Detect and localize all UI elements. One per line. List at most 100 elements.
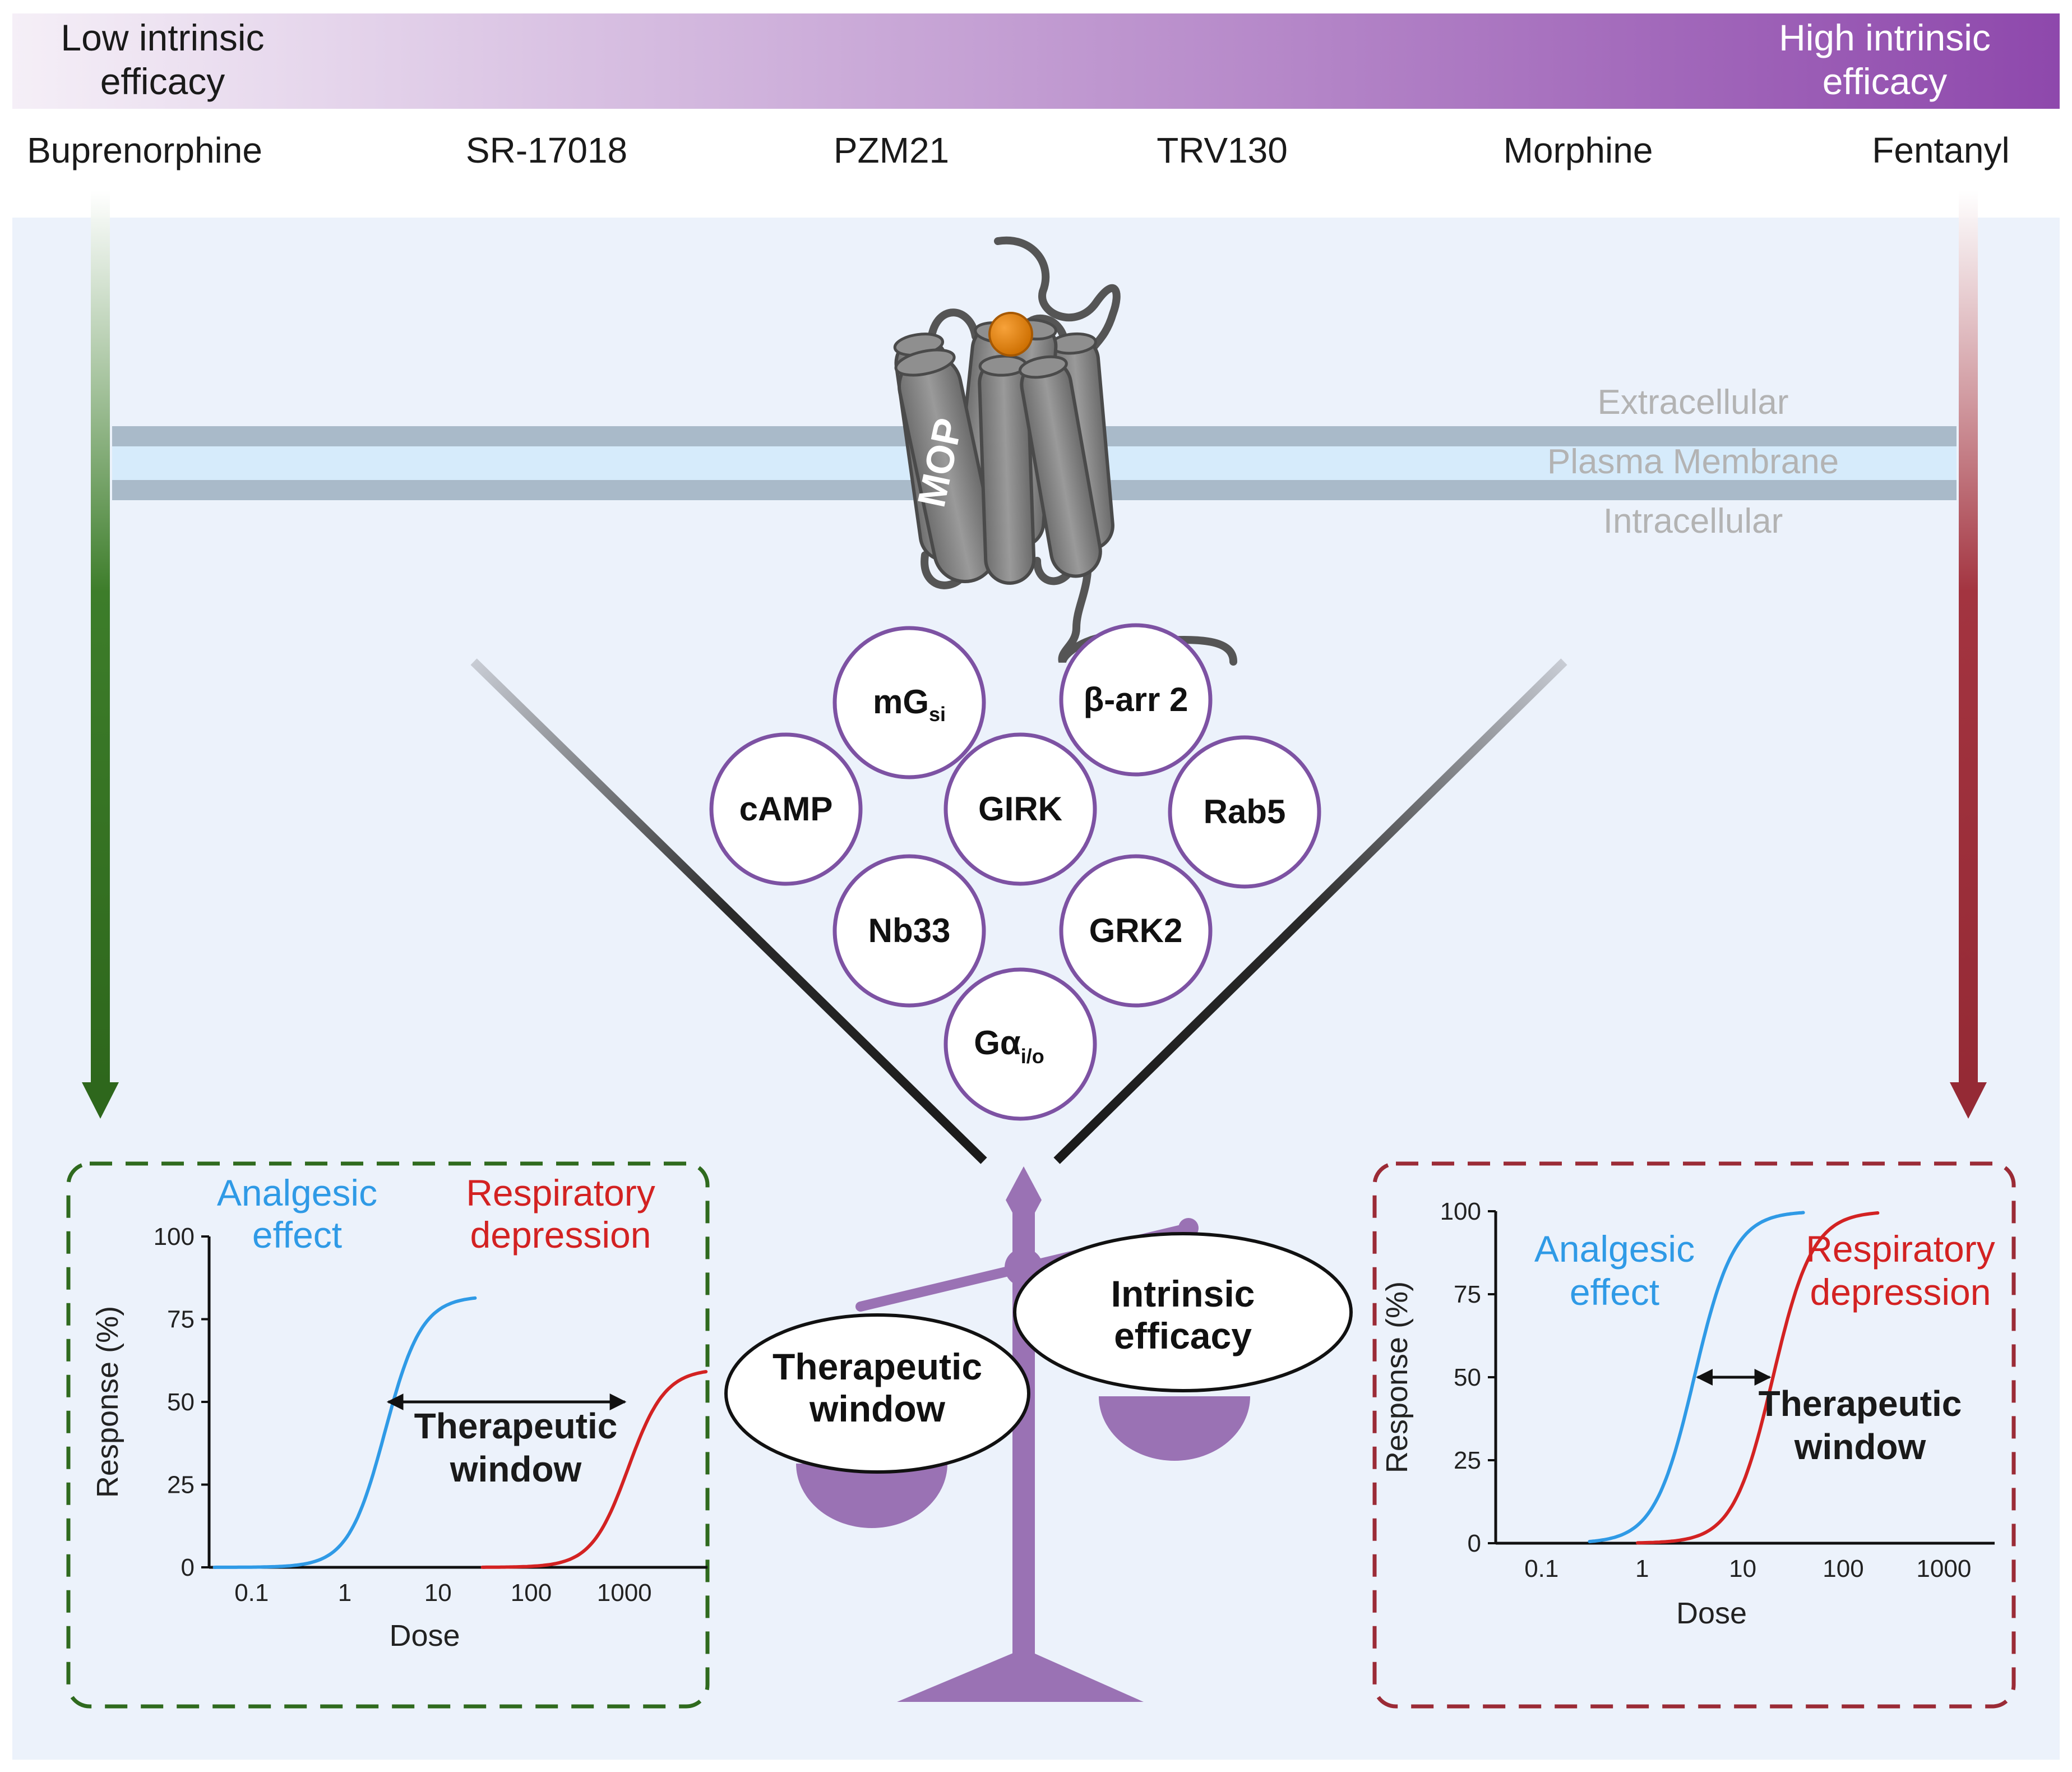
y-tick-label: 100 xyxy=(1440,1198,1481,1225)
y-tick-label: 25 xyxy=(1454,1447,1481,1474)
respiratory-curve xyxy=(1636,1211,1880,1545)
y-tick-label: 50 xyxy=(167,1388,195,1416)
high-efficacy-label-line1: High intrinsic xyxy=(1779,17,1991,58)
y-axis-title: Response (%) xyxy=(1380,1281,1414,1473)
y-tick-label: 25 xyxy=(167,1471,195,1499)
analgesic-curve xyxy=(1588,1211,1805,1543)
svg-text:cAMP: cAMP xyxy=(739,790,833,828)
scale-finial xyxy=(1006,1166,1042,1234)
series-label-line2: effect xyxy=(1570,1271,1659,1313)
svg-text:GRK2: GRK2 xyxy=(1089,912,1183,949)
funnel-line-right xyxy=(1053,658,1567,1164)
effector-beta-arrestin-2: β-arr 2 xyxy=(1059,623,1213,777)
scale-base xyxy=(897,1649,1144,1702)
y-tick-label: 100 xyxy=(154,1223,195,1250)
intracellular-label: Intracellular xyxy=(1603,502,1783,541)
therapeutic-window-label-line1: Therapeutic xyxy=(414,1406,618,1446)
drug-fentanyl: Fentanyl xyxy=(1872,130,2009,170)
effector-girk: GIRK xyxy=(943,732,1097,886)
y-tick-label: 0 xyxy=(181,1554,195,1581)
y-tick-label: 75 xyxy=(167,1306,195,1333)
svg-text:Nb33: Nb33 xyxy=(868,912,951,949)
intrinsic-efficacy-weight-line1: Intrinsic xyxy=(1111,1273,1255,1314)
drug-sr17018: SR-17018 xyxy=(466,130,627,170)
drug-list: Buprenorphine SR-17018 PZM21 TRV130 Morp… xyxy=(27,130,2010,170)
y-tick-label: 0 xyxy=(1468,1530,1481,1557)
effector-camp: cAMP xyxy=(709,732,863,886)
therapeutic-window-label-line2: window xyxy=(1794,1427,1926,1467)
receptor-n-terminus xyxy=(994,236,1121,363)
intrinsic-efficacy-weight-line2: efficacy xyxy=(1114,1315,1252,1356)
y-tick-label: 50 xyxy=(1454,1364,1481,1391)
x-tick-label: 0.1 xyxy=(234,1579,269,1607)
high-efficacy-arrow xyxy=(1950,191,1987,1119)
mop-receptor: MOP xyxy=(893,236,1237,666)
extracellular-label: Extracellular xyxy=(1597,383,1788,422)
high-efficacy-label-line2: efficacy xyxy=(1823,61,1948,102)
scale-left-pan xyxy=(796,1464,947,1528)
y-axis-title: Response (%) xyxy=(91,1306,124,1498)
low-efficacy-arrow xyxy=(82,191,119,1119)
therapeutic-window-label-line2: window xyxy=(450,1449,582,1489)
series-label-line2: effect xyxy=(252,1214,342,1256)
chart-frame-high xyxy=(1372,1161,2016,1709)
low-efficacy-label-line1: Low intrinsic xyxy=(61,17,264,58)
effector-cluster: mGsi β-arr 2 cAMP GIRK Rab5 Nb33 GRK2 G xyxy=(709,623,1321,1121)
series-label-line1: Analgesic xyxy=(217,1172,377,1213)
receptor-c-terminus xyxy=(1058,551,1237,666)
intrinsic-efficacy-weight xyxy=(1013,1232,1353,1392)
svg-text:GIRK: GIRK xyxy=(978,790,1062,828)
svg-text:Gαi/o: Gαi/o xyxy=(974,1024,1044,1068)
low-efficacy-arrow-shaft xyxy=(91,191,110,1082)
drug-pzm21: PZM21 xyxy=(834,130,949,170)
x-tick-label: 1 xyxy=(338,1579,351,1607)
x-tick-label: 10 xyxy=(424,1579,452,1607)
ligand-ball xyxy=(988,312,1033,357)
effector-grk2: GRK2 xyxy=(1059,854,1213,1008)
series-label-line1: Analgesic xyxy=(1534,1228,1695,1270)
therapeutic-window-weight-line2: window xyxy=(809,1388,946,1429)
series-label-line2: depression xyxy=(1810,1271,1991,1313)
svg-text:β-arr 2: β-arr 2 xyxy=(1084,681,1188,718)
effector-nb33: Nb33 xyxy=(832,854,986,1008)
x-axis-title: Dose xyxy=(389,1619,460,1653)
drug-morphine: Morphine xyxy=(1504,130,1653,170)
efficacy-gradient-bar: Low intrinsic efficacy High intrinsic ef… xyxy=(12,13,2060,109)
high-efficacy-arrow-shaft xyxy=(1959,191,1978,1082)
effector-galpha-io: Gαi/o xyxy=(943,967,1097,1121)
therapeutic-window-weight xyxy=(724,1313,1030,1474)
x-tick-label: 10 xyxy=(1729,1555,1756,1582)
series-label-line1: Respiratory xyxy=(466,1172,655,1213)
y-tick-label: 75 xyxy=(1454,1281,1481,1308)
plasma-membrane-label: Plasma Membrane xyxy=(1547,442,1839,481)
x-tick-label: 1 xyxy=(1635,1555,1649,1582)
svg-text:Rab5: Rab5 xyxy=(1204,793,1286,830)
low-efficacy-label-line2: efficacy xyxy=(100,61,225,102)
x-tick-label: 100 xyxy=(1823,1555,1863,1582)
low-efficacy-arrow-head xyxy=(82,1082,119,1119)
scale-right-pan xyxy=(1099,1396,1250,1461)
series-label-line2: depression xyxy=(470,1214,651,1256)
drug-buprenorphine: Buprenorphine xyxy=(27,130,262,170)
x-tick-label: 1000 xyxy=(597,1579,652,1607)
x-tick-label: 0.1 xyxy=(1524,1555,1558,1582)
effector-rab5: Rab5 xyxy=(1168,735,1321,889)
funnel-line-left xyxy=(470,658,987,1164)
effector-mgsi: mGsi xyxy=(832,626,986,779)
receptor-helices xyxy=(893,318,1114,585)
x-tick-label: 1000 xyxy=(1916,1555,1971,1582)
therapeutic-window-weight-line1: Therapeutic xyxy=(773,1346,982,1387)
analgesic-curve xyxy=(212,1296,477,1569)
series-label-line1: Respiratory xyxy=(1806,1228,1995,1270)
respiratory-curve xyxy=(480,1370,708,1569)
therapeutic-window-label-line1: Therapeutic xyxy=(1759,1383,1962,1424)
x-axis-title: Dose xyxy=(1676,1596,1747,1630)
svg-text:mGsi: mGsi xyxy=(873,683,946,726)
x-tick-label: 100 xyxy=(511,1579,552,1607)
high-efficacy-arrow-head xyxy=(1950,1082,1987,1119)
